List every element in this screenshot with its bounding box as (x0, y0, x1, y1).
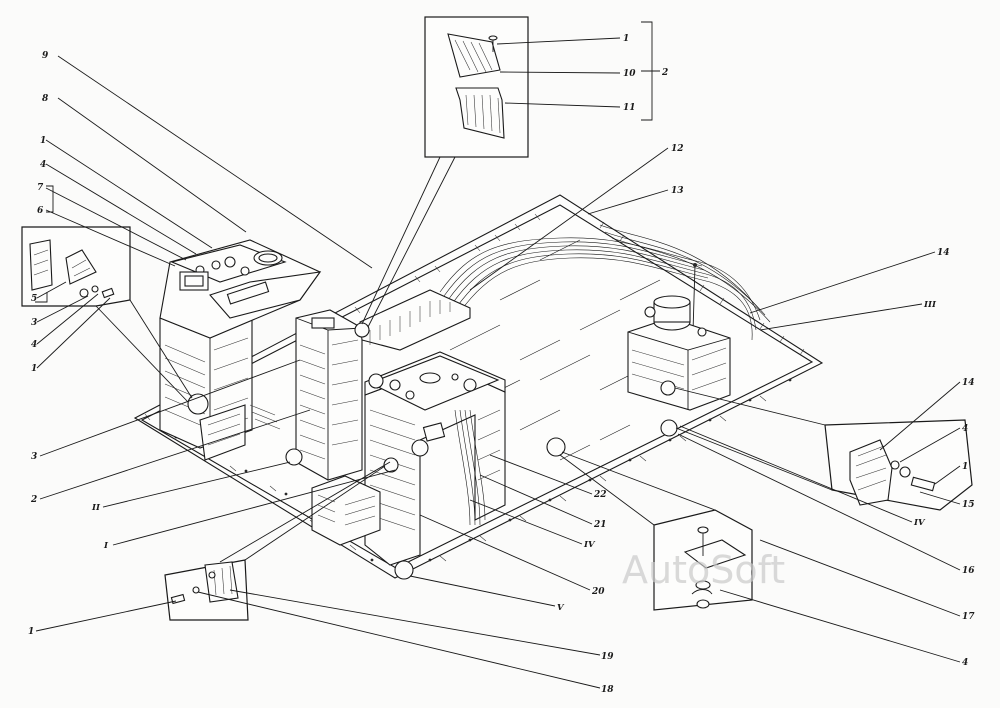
callout-I: I (103, 541, 109, 551)
wiring-harness (439, 224, 771, 341)
callout-15: 15 (962, 500, 975, 510)
callout-21: 21 (593, 520, 607, 530)
callout-8: 8 (42, 94, 49, 104)
ref-circle-9 (660, 419, 678, 437)
callout-3: 3 (31, 452, 37, 462)
callout-1: 1 (40, 136, 46, 146)
callout-1: 1 (623, 34, 629, 44)
callout-1: 1 (962, 462, 968, 472)
ref-circle-2 (354, 322, 370, 338)
callout-13: 13 (671, 186, 684, 196)
callout-22: 22 (593, 490, 607, 500)
vertical-panel-unit (295, 289, 471, 481)
callout-14: 14 (937, 248, 950, 258)
callout-10: 10 (623, 69, 636, 79)
callout-4: 4 (962, 424, 968, 434)
ref-circle-4 (368, 373, 384, 389)
callout-19: 19 (601, 652, 614, 662)
antenna-tip (693, 263, 697, 267)
callout-4: 4 (962, 658, 968, 668)
callout-IV: IV (583, 540, 596, 550)
leader-lines (35, 37, 961, 689)
callout-III: III (923, 300, 937, 310)
callout-11: 11 (623, 103, 636, 113)
callout-4: 4 (31, 340, 37, 350)
ref-circle-7 (546, 437, 566, 457)
callout-20: 20 (591, 587, 605, 597)
callout-1: 1 (31, 364, 37, 374)
ref-circle-1 (187, 393, 209, 415)
antenna-rod (692, 264, 696, 333)
ref-circle-3 (285, 448, 303, 466)
callout-14: 14 (962, 378, 975, 388)
callout-4: 4 (40, 160, 46, 170)
callout-labels: 9 8 1 4 7 6 5 3 4 1 3 2 II I 1 18 19 V 2… (28, 34, 975, 695)
callout-2: 2 (30, 495, 37, 505)
ref-circle-8 (660, 380, 676, 396)
callout-2: 2 (661, 68, 668, 78)
callout-7: 7 (37, 183, 44, 193)
watermark: AutoSoft (622, 548, 785, 592)
callout-3: 3 (31, 318, 37, 328)
screw-icon (488, 35, 498, 52)
callout-16: 16 (962, 566, 975, 576)
control-box-left (159, 239, 322, 461)
central-instrument-stand (311, 351, 506, 566)
callout-V: V (557, 603, 565, 613)
callout-6: 6 (37, 206, 44, 216)
reference-circles (187, 322, 678, 580)
ref-circle-6 (411, 439, 429, 457)
detail-box-bottom-center (653, 509, 753, 611)
callout-9: 9 (42, 51, 49, 61)
detail-box-left (21, 226, 131, 307)
callout-1: 1 (28, 627, 34, 637)
ref-circle-10 (394, 560, 414, 580)
ref-circle-5 (383, 457, 399, 473)
callout-12: 12 (671, 144, 684, 154)
detail-box-top (424, 16, 653, 158)
right-junction-box (627, 295, 731, 411)
callout-II: II (91, 503, 101, 513)
detail-box-bottom-left (164, 559, 249, 621)
callout-5: 5 (31, 294, 37, 304)
callout-18: 18 (601, 685, 614, 695)
callout-IV: IV (913, 518, 926, 528)
bolt-icon (101, 287, 115, 299)
callout-17: 17 (962, 612, 975, 622)
